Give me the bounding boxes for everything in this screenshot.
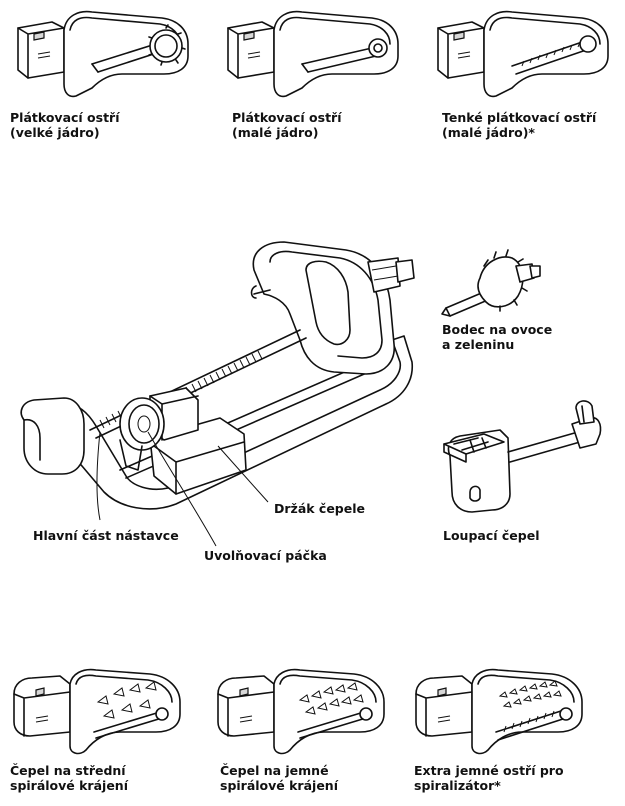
- slicing-blade-large-core-drawing: [17, 10, 189, 98]
- thin-slicing-blade-drawing: [437, 10, 609, 98]
- release-lever-leader-line: [147, 431, 217, 547]
- label-line: (malé jádro): [232, 125, 319, 140]
- fine-spiral-blade-drawing: [217, 668, 385, 755]
- label-line: Držák čepele: [274, 501, 365, 516]
- label-main-body: Hlavní část nástavce: [33, 528, 179, 543]
- label-peeling-blade: Loupací čepel: [443, 528, 539, 543]
- label-blade-holder: Držák čepele: [274, 501, 365, 516]
- label-line: (malé jádro)*: [442, 125, 535, 140]
- label-slicing-blade-small-core: Plátkovací ostří (malé jádro): [232, 110, 342, 140]
- slicing-blade-small-core-drawing: [227, 10, 399, 98]
- label-line: Hlavní část nástavce: [33, 528, 179, 543]
- label-extra-fine-blade: Extra jemné ostří pro spiralizátor*: [414, 763, 564, 793]
- label-medium-spiral-blade: Čepel na střední spirálové krájení: [10, 763, 128, 793]
- blade-holder-leader-line: [217, 445, 269, 503]
- label-slicing-blade-large-core: Plátkovací ostří (velké jádro): [10, 110, 120, 140]
- spiralizer-main-drawing: [20, 241, 415, 547]
- label-thin-slicing-blade: Tenké plátkovací ostří (malé jádro)*: [442, 110, 596, 140]
- medium-spiral-blade-drawing: [13, 668, 181, 755]
- label-line: Čepel na jemné: [220, 763, 329, 778]
- label-fine-spiral-blade: Čepel na jemné spirálové krájení: [220, 763, 338, 793]
- main-body-leader-line: [96, 431, 101, 521]
- label-line: Loupací čepel: [443, 528, 540, 543]
- label-line: Plátkovací ostří: [232, 110, 342, 125]
- label-line: (velké jádro): [10, 125, 100, 140]
- label-line: Čepel na střední: [10, 763, 126, 778]
- label-line: Uvolňovací páčka: [204, 548, 327, 563]
- extra-fine-blade-drawing: [415, 668, 583, 755]
- label-line: a zeleninu: [442, 337, 515, 352]
- label-line: spirálové krájení: [220, 778, 338, 793]
- label-line: spirálové krájení: [10, 778, 128, 793]
- label-line: spiralizátor*: [414, 778, 501, 793]
- fruit-skewer-drawing: [441, 249, 541, 317]
- label-release-lever: Uvolňovací páčka: [204, 548, 327, 563]
- label-line: Tenké plátkovací ostří: [442, 110, 597, 125]
- peeling-blade-drawing: [443, 400, 602, 513]
- label-line: Extra jemné ostří pro: [414, 763, 564, 778]
- label-line: Bodec na ovoce: [442, 322, 553, 337]
- label-line: Plátkovací ostří: [10, 110, 120, 125]
- label-fruit-skewer: Bodec na ovoce a zeleninu: [442, 322, 552, 352]
